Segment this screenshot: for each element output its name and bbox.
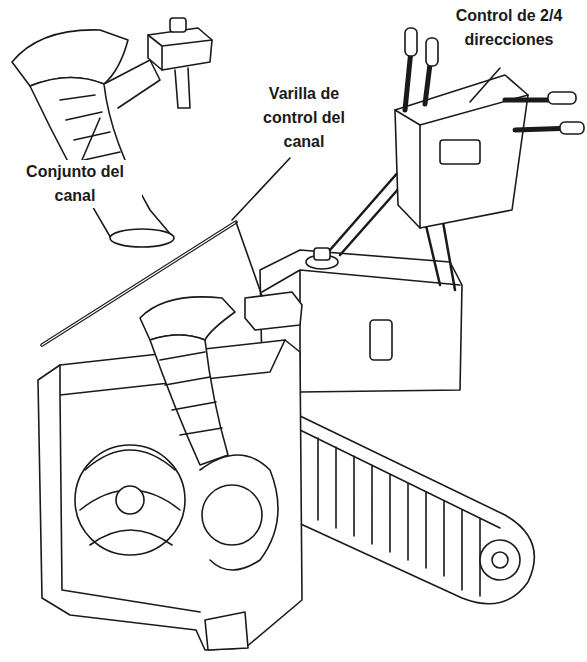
part-label: Control de 2/4 direcciones <box>440 4 578 52</box>
chute-assembly <box>12 18 212 247</box>
part-label: Conjunto del canal <box>8 160 142 208</box>
part-label: Varilla de control del canal <box>250 82 358 154</box>
handle-frame <box>330 28 584 290</box>
control-rod <box>42 222 236 345</box>
track <box>277 415 534 604</box>
leader-lines <box>82 68 500 220</box>
mounted-chute <box>140 222 302 465</box>
